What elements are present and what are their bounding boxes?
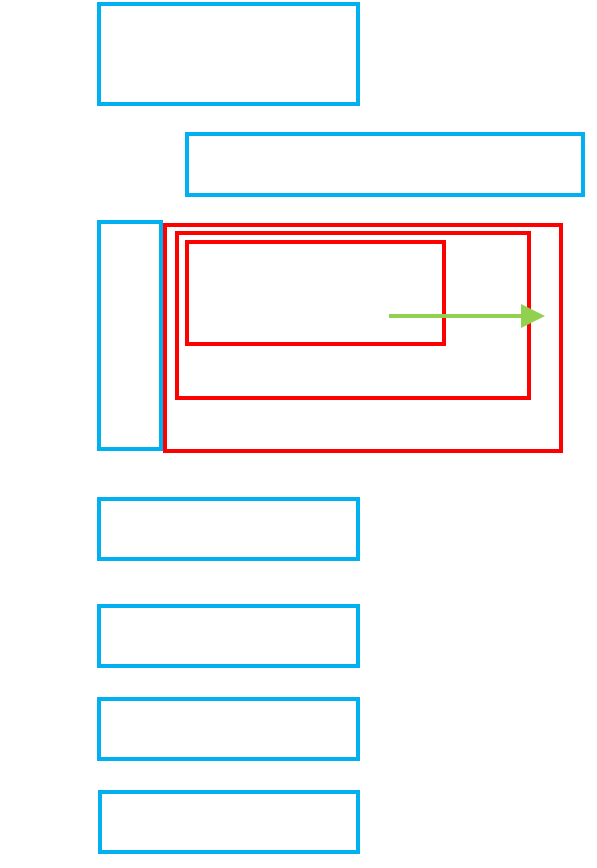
blue-box-1 xyxy=(97,2,360,106)
blue-box-6 xyxy=(97,697,360,761)
blue-box-5 xyxy=(97,604,360,668)
red-box-outer xyxy=(163,223,563,453)
red-box-inner xyxy=(185,240,446,346)
blue-box-3 xyxy=(97,220,163,451)
blue-box-2 xyxy=(185,132,585,197)
blue-box-7 xyxy=(98,790,360,854)
blue-box-4 xyxy=(97,497,360,561)
